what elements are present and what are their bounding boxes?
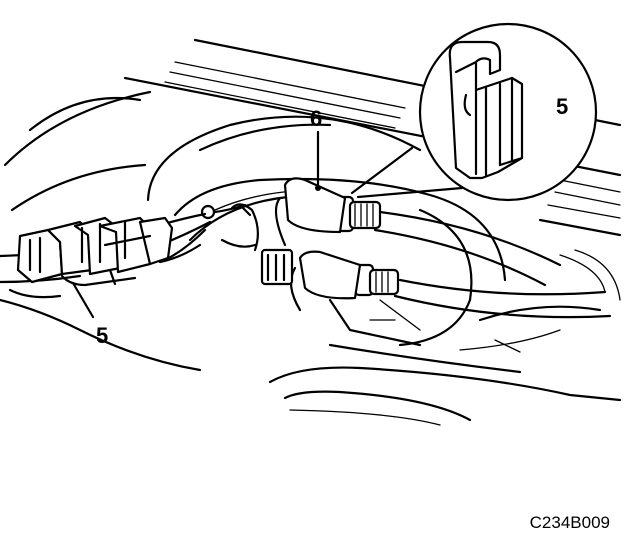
pump-fittings [200, 177, 362, 312]
callout-label-clip-inset: 5 [556, 94, 568, 119]
leader-dot [315, 185, 321, 191]
clip-inset [350, 22, 598, 202]
fuel-hose-supply [373, 210, 562, 287]
leader-connector [71, 281, 95, 319]
callout-label-connector: 5 [96, 323, 108, 348]
pump-opening [146, 115, 602, 353]
electrical-connector [16, 216, 174, 287]
fuel-hose-return [393, 249, 621, 319]
floor-contours [0, 298, 622, 426]
callout-label-fuel-lines: 6 [310, 106, 322, 131]
figure-code: C234B009 [530, 513, 610, 532]
